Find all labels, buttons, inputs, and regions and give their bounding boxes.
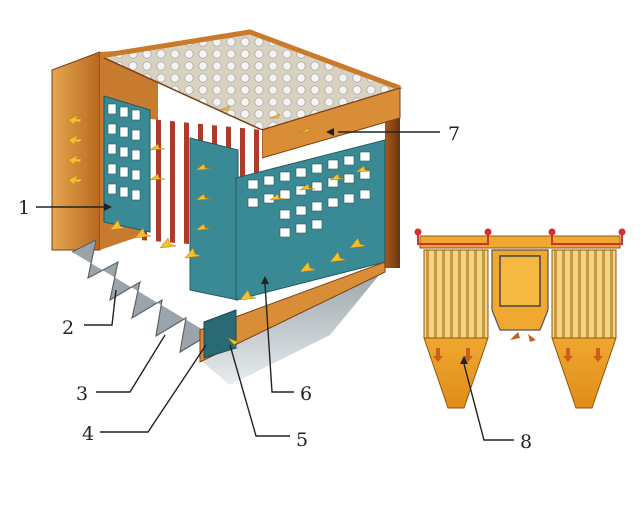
side-center-window — [499, 255, 541, 307]
callout-1: 1 — [18, 197, 30, 219]
leader-8 — [463, 363, 514, 441]
top-rim — [99, 29, 401, 91]
side-left-bags — [423, 249, 489, 339]
side-right-bags — [551, 249, 617, 339]
main-baghouse — [51, 29, 403, 385]
leader-5 — [229, 344, 290, 437]
callout-4: 4 — [82, 423, 94, 445]
side-flow-arrows — [433, 332, 603, 362]
callout-5: 5 — [296, 429, 308, 451]
callout-2: 2 — [62, 317, 74, 339]
bottom-shell-lip — [199, 261, 386, 363]
side-elevation — [414, 228, 626, 409]
callout-6: 6 — [300, 383, 312, 405]
inlet-duct — [203, 309, 237, 359]
callout-8: 8 — [520, 431, 532, 453]
leader-6 — [264, 283, 294, 393]
leader-lines — [36, 131, 514, 441]
side-pipe-cap — [414, 228, 422, 236]
callout-labels: 1 2 3 4 5 6 7 8 — [18, 123, 532, 453]
side-pipe-left — [417, 232, 489, 245]
side-pipe-cap — [548, 228, 556, 236]
leader-3 — [96, 334, 166, 393]
leader-4 — [100, 344, 207, 433]
left-shell-wall — [51, 51, 101, 251]
side-pipe-cap — [484, 228, 492, 236]
right-shell-wall — [385, 88, 400, 268]
central-partition-panel — [189, 137, 239, 301]
airflow-arrows — [67, 105, 372, 350]
callout-3: 3 — [76, 383, 88, 405]
left-panel-windows — [107, 103, 141, 201]
front-panel-windows — [247, 151, 371, 238]
leader-arrowheads — [104, 128, 468, 364]
callout-7: 7 — [448, 123, 460, 145]
floor-shadow — [200, 268, 385, 385]
side-top-manifold — [419, 235, 621, 249]
leader-2 — [84, 289, 117, 326]
side-pipe-right — [551, 232, 623, 245]
hopper-zigzag — [71, 238, 211, 354]
side-left-hopper — [423, 337, 489, 409]
side-pipe-cap — [618, 228, 626, 236]
side-right-hopper — [551, 337, 617, 409]
